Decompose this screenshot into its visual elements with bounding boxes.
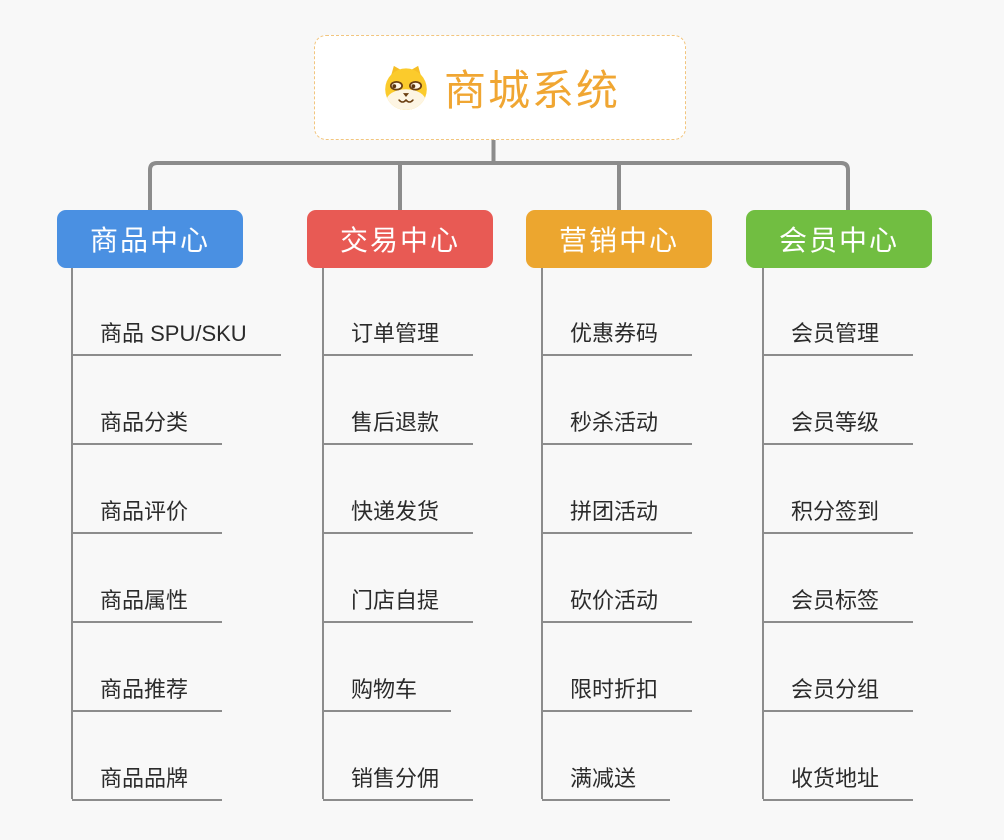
branch-label: 营销中心 bbox=[558, 225, 679, 256]
branch-node[interactable]: 交易中心 bbox=[307, 210, 493, 268]
root-node[interactable]: 商城系统 bbox=[314, 35, 686, 140]
mindmap-leaf-item[interactable]: 拼团活动 bbox=[542, 496, 693, 534]
mindmap-leaf-item[interactable]: 门店自提 bbox=[323, 585, 474, 623]
branch-node[interactable]: 会员中心 bbox=[746, 210, 932, 268]
mindmap-leaf-item[interactable]: 会员管理 bbox=[763, 318, 914, 356]
mindmap-leaf-item[interactable]: 购物车 bbox=[323, 674, 452, 712]
branch-node[interactable]: 商品中心 bbox=[57, 210, 243, 268]
mindmap-leaf-item[interactable]: 限时折扣 bbox=[542, 674, 693, 712]
branch-bus-line bbox=[148, 161, 850, 211]
mindmap-leaf-item[interactable]: 积分签到 bbox=[763, 496, 914, 534]
mindmap-leaf-item[interactable]: 会员标签 bbox=[763, 585, 914, 623]
mindmap-leaf-item[interactable]: 收货地址 bbox=[763, 763, 914, 801]
mindmap-leaf-item[interactable]: 商品评价 bbox=[72, 496, 223, 534]
mindmap-leaf-item[interactable]: 销售分佣 bbox=[323, 763, 474, 801]
branch-label: 商品中心 bbox=[89, 225, 210, 256]
mindmap-leaf-item[interactable]: 秒杀活动 bbox=[542, 407, 693, 445]
root-title: 商城系统 bbox=[443, 67, 620, 114]
mindmap-leaf-item[interactable]: 优惠券码 bbox=[542, 318, 693, 356]
dog-face-icon bbox=[380, 63, 432, 112]
mindmap-leaf-item[interactable]: 满减送 bbox=[542, 763, 671, 801]
mindmap-leaf-item[interactable]: 售后退款 bbox=[323, 407, 474, 445]
mindmap-leaf-item[interactable]: 商品分类 bbox=[72, 407, 223, 445]
branch-label: 交易中心 bbox=[339, 225, 460, 256]
mindmap-leaf-item[interactable]: 商品 SPU/SKU bbox=[72, 318, 281, 356]
mindmap-leaf-item[interactable]: 订单管理 bbox=[323, 318, 474, 356]
mindmap-leaf-item[interactable]: 商品品牌 bbox=[72, 763, 223, 801]
mindmap-leaf-item[interactable]: 会员分组 bbox=[763, 674, 914, 712]
mindmap-leaf-item[interactable]: 砍价活动 bbox=[542, 585, 693, 623]
branch-node[interactable]: 营销中心 bbox=[526, 210, 712, 268]
mindmap-leaf-item[interactable]: 商品属性 bbox=[72, 585, 223, 623]
mindmap-leaf-item[interactable]: 快递发货 bbox=[323, 496, 474, 534]
mindmap-leaf-item[interactable]: 会员等级 bbox=[763, 407, 914, 445]
branch-label: 会员中心 bbox=[778, 225, 899, 256]
mindmap-leaf-item[interactable]: 商品推荐 bbox=[72, 674, 223, 712]
